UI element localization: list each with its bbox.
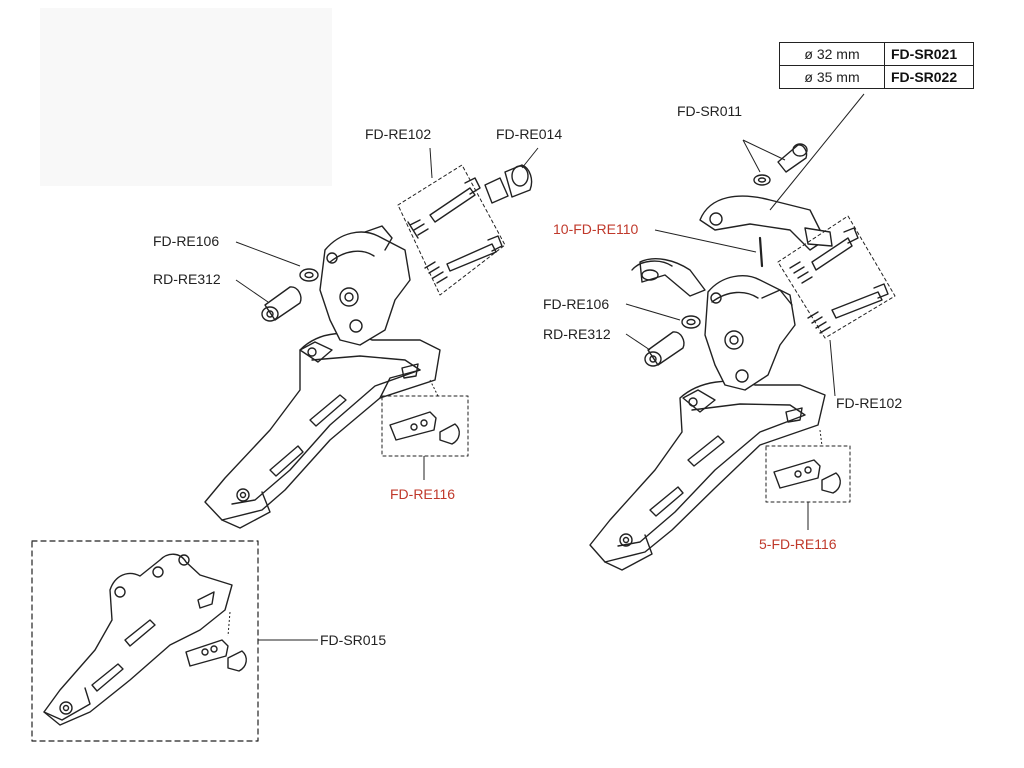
label-right-fd-sr011: FD-SR011	[677, 103, 743, 119]
bottom-dashed-frame	[31, 540, 259, 742]
part-number-cell: FD-SR021	[884, 42, 974, 66]
label-left-fd-re014: FD-RE014	[496, 126, 563, 142]
right-derailleur-cage	[589, 380, 826, 571]
left-derailleur-cage	[204, 332, 441, 529]
left-washer-screw	[261, 268, 319, 322]
label-left-fd-re106: FD-RE106	[153, 233, 220, 249]
left-dashed-box-springs	[397, 164, 506, 296]
leader-lines	[227, 93, 865, 641]
clamp-size-table: ø 32 mm FD-SR021 ø 35 mm FD-SR022	[779, 42, 974, 89]
bottom-shim	[185, 639, 247, 672]
left-spring-bolts	[407, 177, 503, 284]
bottom-derailleur-cage	[43, 553, 233, 726]
faded-header-area	[40, 8, 332, 186]
fd-re014-stop	[484, 164, 533, 204]
right-band-clamp	[631, 195, 833, 297]
label-left-fd-re102: FD-RE102	[365, 126, 432, 142]
table-row: ø 32 mm FD-SR021	[779, 42, 974, 66]
right-derailleur-body	[682, 275, 796, 413]
left-shim-box	[381, 395, 469, 457]
label-right-fd-re102: FD-RE102	[836, 395, 903, 411]
right-shim-box	[765, 445, 851, 503]
label-right-fd-re110: 10-FD-RE110	[553, 221, 639, 237]
label-right-fd-re106: FD-RE106	[543, 296, 610, 312]
left-derailleur-body	[299, 225, 411, 363]
diameter-cell: ø 35 mm	[779, 65, 885, 89]
right-spring-bolts	[777, 215, 896, 339]
diameter-cell: ø 32 mm	[779, 42, 885, 66]
label-right-fd-re116: 5-FD-RE116	[759, 536, 837, 552]
label-bottom-fd-sr015: FD-SR015	[320, 632, 387, 648]
label-left-fd-re116: FD-RE116	[390, 486, 456, 502]
label-right-rd-re312: RD-RE312	[543, 326, 611, 342]
label-left-rd-re312: RD-RE312	[153, 271, 221, 287]
right-clamp-bolt	[753, 143, 808, 186]
table-row: ø 35 mm FD-SR022	[779, 65, 974, 89]
part-number-cell: FD-SR022	[884, 65, 974, 89]
right-washer-screw	[644, 315, 701, 367]
